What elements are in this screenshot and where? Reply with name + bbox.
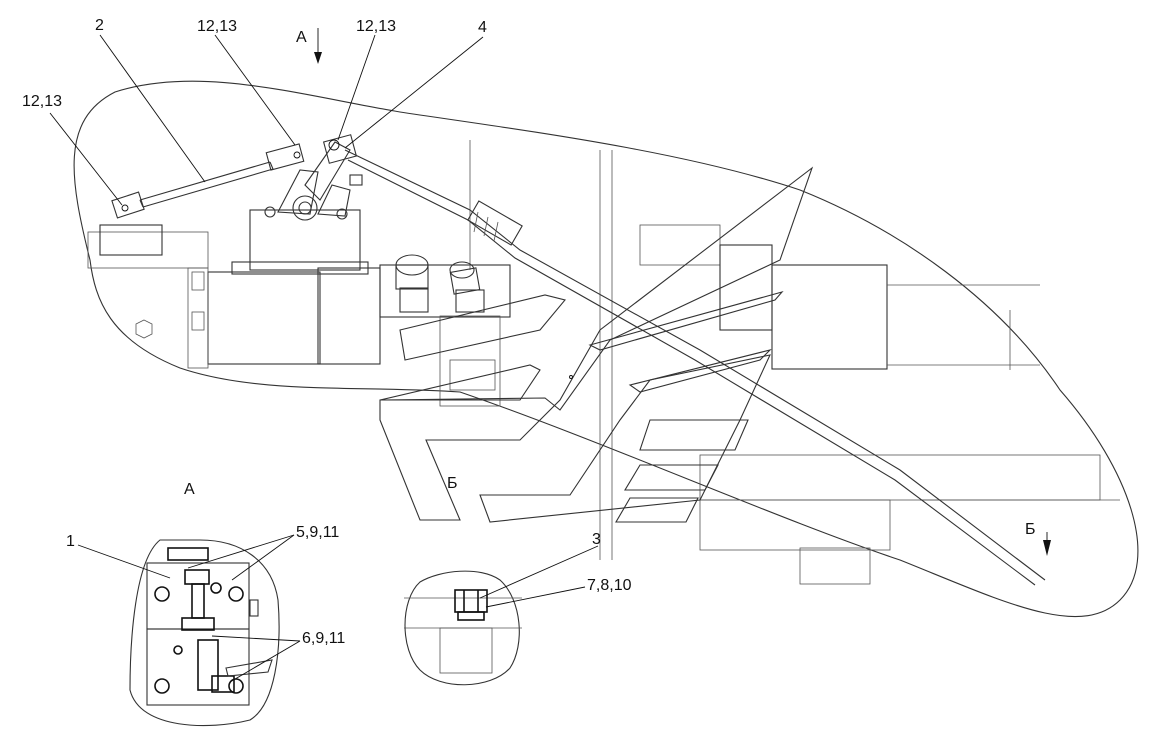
label-part-2: 2 (95, 17, 104, 34)
view-a-title: А (184, 481, 195, 498)
leader-lines (49, 34, 484, 206)
detail-a-leaders (77, 534, 301, 683)
right-rod-end (265, 143, 305, 171)
label-part-4: 4 (478, 19, 487, 36)
chassis-frame (87, 140, 1120, 585)
view-b-arrow-label: Б (1025, 521, 1036, 538)
section-chevrons (379, 166, 814, 523)
control-cable (344, 149, 1046, 586)
detail-a-parts (146, 547, 273, 706)
detail-view-a: А 1 5,9,11 6 (66, 481, 345, 727)
label-part-12-13-right: 12,13 (356, 18, 396, 35)
view-a-arrow-label: А (296, 29, 307, 46)
main-view: 2 12,13 12,13 12,13 4 А Б Б (22, 17, 1139, 618)
label-part-1: 1 (66, 533, 75, 550)
detail-a-outline (129, 539, 280, 727)
rod-assembly (111, 134, 358, 219)
view-a-arrow (314, 28, 322, 64)
label-part-5-9-11: 5,9,11 (296, 524, 339, 541)
label-part-7-8-10: 7,8,10 (587, 577, 632, 594)
detail-view-b: 3 7,8,10 (404, 531, 632, 686)
view-b-arrow (1043, 532, 1051, 556)
left-rod-end (111, 191, 145, 219)
label-part-12-13-mid: 12,13 (197, 18, 237, 35)
view-b-letter: Б (447, 475, 458, 492)
pedal-mechanism (99, 141, 369, 275)
label-part-12-13-left: 12,13 (22, 93, 62, 110)
label-part-3: 3 (592, 531, 601, 548)
main-view-outline (73, 80, 1139, 618)
pipe-fittings (395, 254, 485, 313)
detail-b-outline (404, 570, 520, 686)
label-part-6-9-11: 6,9,11 (302, 630, 345, 647)
